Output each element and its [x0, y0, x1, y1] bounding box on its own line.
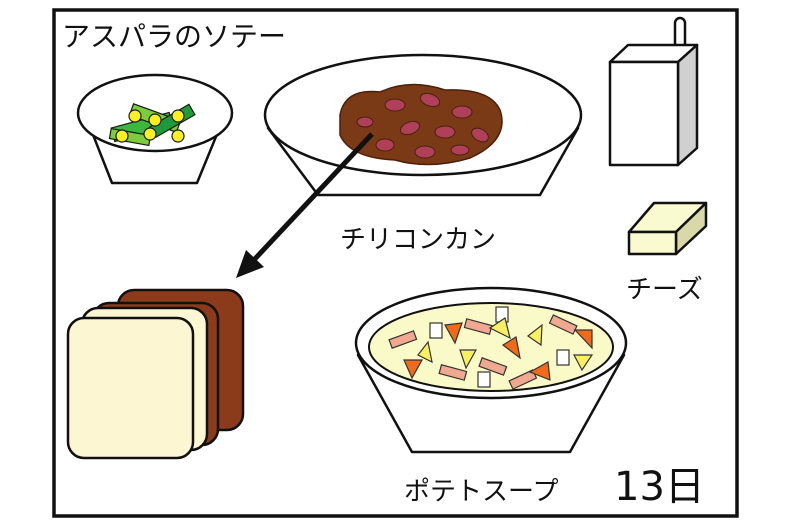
- chili-plate-icon: [263, 53, 583, 197]
- milk-carton-icon: [608, 16, 699, 167]
- arrow-icon: [236, 132, 374, 278]
- asparagus-bowl-icon: [76, 73, 234, 185]
- cheese-label: チーズ: [626, 275, 703, 305]
- date-label: 13日: [614, 464, 705, 510]
- potato-soup-bowl-icon: [354, 286, 628, 454]
- cheese-icon: [627, 201, 708, 256]
- chili-con-carne-label: チリコンカン: [340, 225, 496, 255]
- asparagus-saute-label: アスパラのソテー: [62, 20, 286, 53]
- bread-icon: [66, 288, 245, 460]
- potato-soup-label: ポテトスープ: [404, 477, 558, 507]
